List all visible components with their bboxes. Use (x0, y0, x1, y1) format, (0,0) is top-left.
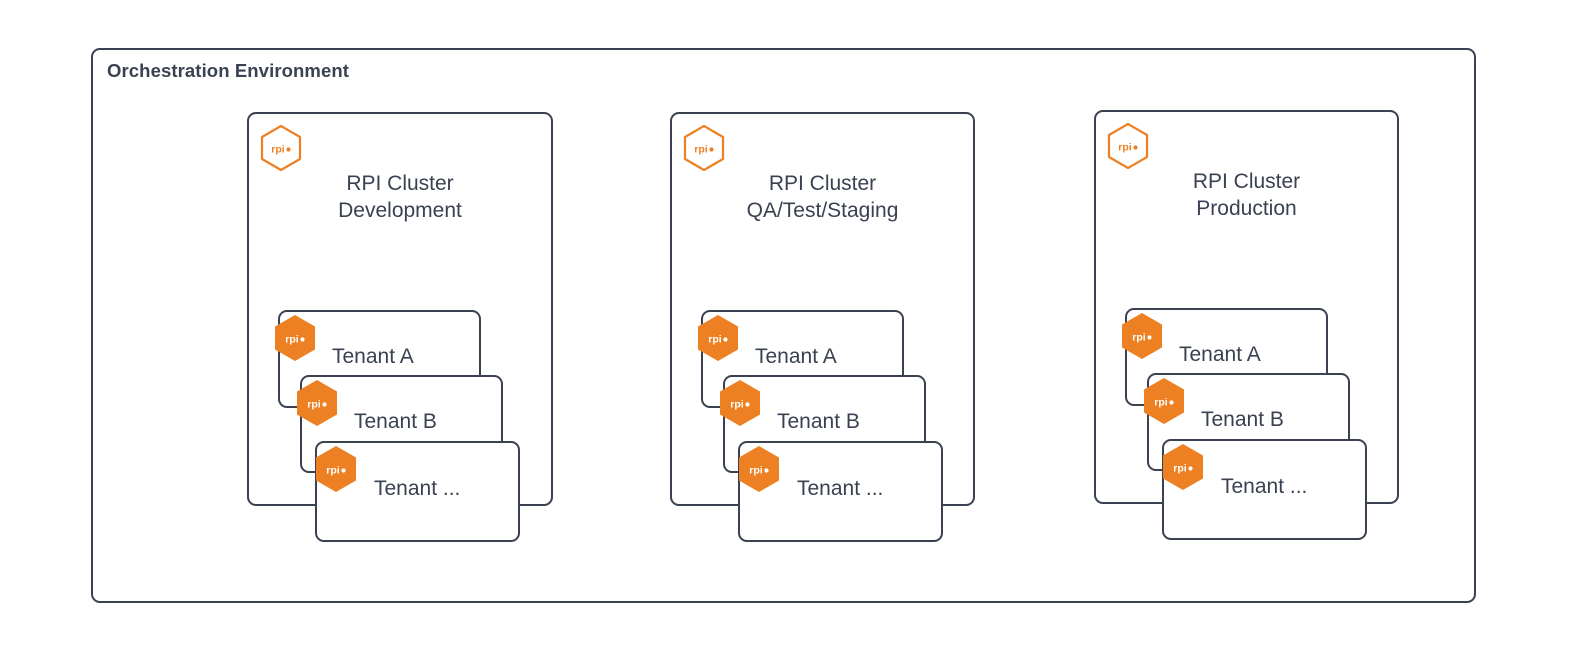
tenant-label-b: Tenant B (354, 410, 437, 433)
rpi-hexagon-logo-tenant-b: rpi (1142, 377, 1186, 425)
tenant-label-more: Tenant ... (1221, 475, 1308, 498)
tenant-label-more: Tenant ... (374, 477, 461, 500)
svg-text:rpi: rpi (1154, 397, 1168, 409)
tenant-label-a: Tenant A (755, 345, 837, 368)
svg-text:rpi: rpi (694, 144, 708, 156)
rpi-hexagon-logo-outline: rpi (1106, 122, 1150, 170)
cluster-title-production: RPI Cluster Production (1192, 170, 1301, 220)
cluster-qa-test-staging[interactable]: rpi RPI Cluster QA/Test/Staging Tenant A… (670, 112, 975, 542)
orchestration-environment-frame: Orchestration Environment rpi RPI Cluste… (91, 48, 1476, 603)
tenant-label-a: Tenant A (1179, 343, 1261, 366)
svg-text:rpi: rpi (307, 399, 321, 411)
tenant-label-b: Tenant B (777, 410, 860, 433)
rpi-hexagon-logo-tenant-a: rpi (273, 314, 317, 362)
svg-text:rpi: rpi (1132, 332, 1146, 344)
rpi-hexagon-logo-outline: rpi (259, 124, 303, 172)
tenant-label-more: Tenant ... (797, 477, 884, 500)
svg-text:rpi: rpi (1118, 142, 1132, 154)
svg-text:rpi: rpi (1173, 463, 1187, 475)
rpi-hexagon-logo-tenant-more: rpi (737, 445, 781, 493)
rpi-hexagon-logo-tenant-more: rpi (1161, 443, 1205, 491)
cluster-development[interactable]: rpi RPI Cluster Development Tenant A rpi… (247, 112, 553, 542)
rpi-hexagon-logo-tenant-a: rpi (696, 314, 740, 362)
svg-text:rpi: rpi (730, 399, 744, 411)
svg-text:rpi: rpi (326, 465, 340, 477)
svg-text:rpi: rpi (749, 465, 763, 477)
tenant-label-a: Tenant A (332, 345, 414, 368)
rpi-hexagon-logo-tenant-b: rpi (718, 379, 762, 427)
cluster-title-development: RPI Cluster Development (338, 172, 462, 222)
svg-text:rpi: rpi (708, 334, 722, 346)
rpi-hexagon-logo-tenant-a: rpi (1120, 312, 1164, 360)
cluster-title-qa-test-staging: RPI Cluster QA/Test/Staging (746, 172, 899, 222)
cluster-production[interactable]: rpi RPI Cluster Production Tenant A rpi … (1094, 110, 1399, 540)
page-title: Orchestration Environment (107, 60, 350, 81)
rpi-hexagon-logo-tenant-b: rpi (295, 379, 339, 427)
tenant-label-b: Tenant B (1201, 408, 1284, 431)
rpi-hexagon-logo-tenant-more: rpi (314, 445, 358, 493)
rpi-hexagon-logo-outline: rpi (682, 124, 726, 172)
svg-text:rpi: rpi (271, 144, 285, 156)
svg-text:rpi: rpi (285, 334, 299, 346)
